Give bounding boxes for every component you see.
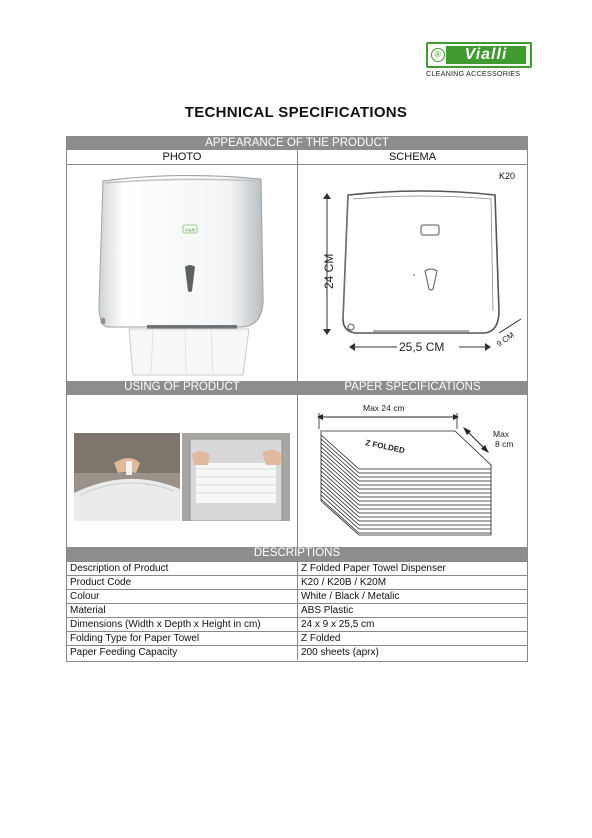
appearance-header: APPEARANCE OF THE PRODUCT (67, 137, 527, 150)
spec-value: ABS Plastic (301, 605, 354, 616)
registered-mark: ® (431, 48, 445, 62)
logo-frame: ® Vialli (426, 42, 532, 68)
paper-stack (319, 430, 493, 536)
spec-sheet: APPEARANCE OF THE PRODUCT PHOTO SCHEMA V… (66, 136, 528, 662)
spec-key: Product Code (70, 577, 132, 588)
spec-key: Dimensions (Width x Depth x Height in cm… (70, 619, 261, 630)
dispenser-badge: Vialli (185, 228, 196, 234)
spec-row: Product Code K20 / K20B / K20M (67, 575, 527, 590)
paper-stack-drawing: Max 24 cm Max 8 cm Z FOLDED (317, 403, 513, 536)
spec-row: Folding Type for Paper Towel Z Folded (67, 631, 527, 646)
photo-label: PHOTO (162, 151, 202, 163)
usage-photo-right (182, 433, 290, 521)
spec-value: 24 x 9 x 25,5 cm (301, 619, 375, 630)
paper-spec-header: PAPER SPECIFICATIONS (298, 381, 527, 395)
spec-row: Colour White / Black / Metalic (67, 589, 527, 604)
spec-value: Z Folded (301, 633, 341, 644)
dimension-height: 24 CM (322, 254, 336, 289)
spec-value: Z Folded Paper Towel Dispenser (301, 563, 446, 574)
paper-max-width: Max 24 cm (363, 403, 405, 413)
spec-row: Dimensions (Width x Depth x Height in cm… (67, 617, 527, 632)
descriptions-header: DESCRIPTIONS (67, 547, 527, 561)
dispenser-photo: Vialli (98, 175, 264, 376)
spec-key: Material (70, 605, 106, 616)
spec-key: Folding Type for Paper Towel (70, 633, 200, 644)
page-title: TECHNICAL SPECIFICATIONS (184, 104, 408, 121)
schema-drawing: 24 CM 25,5 CM 9 CM (322, 190, 522, 354)
spec-row: Description of Product Z Folded Paper To… (67, 561, 527, 576)
schema-model-code: K20 (499, 171, 516, 181)
spec-value: K20 / K20B / K20M (301, 577, 387, 588)
spec-row: Material ABS Plastic (67, 603, 527, 618)
spec-key: Description of Product (70, 563, 169, 574)
spec-value: White / Black / Metalic (301, 591, 400, 602)
spec-value: 200 sheets (aprx) (301, 647, 379, 658)
schema-label: SCHEMA (388, 151, 437, 163)
logo-wordmark: Vialli (446, 46, 526, 64)
usage-header: USING OF PRODUCT (67, 381, 297, 395)
paper-max-height-line2: 8 cm (495, 439, 513, 449)
dimension-depth: 9 CM (495, 330, 516, 349)
dimension-width: 25,5 CM (399, 340, 444, 354)
paper-max-height-line1: Max (493, 429, 510, 439)
usage-photo-left (74, 433, 180, 521)
spec-row: Paper Feeding Capacity 200 sheets (aprx) (67, 645, 527, 660)
spec-key: Colour (70, 591, 100, 602)
brand-logo: ® Vialli CLEANING ACCESSORIES (426, 42, 532, 82)
logo-tagline: CLEANING ACCESSORIES (426, 69, 521, 78)
spec-key: Paper Feeding Capacity (70, 647, 178, 658)
